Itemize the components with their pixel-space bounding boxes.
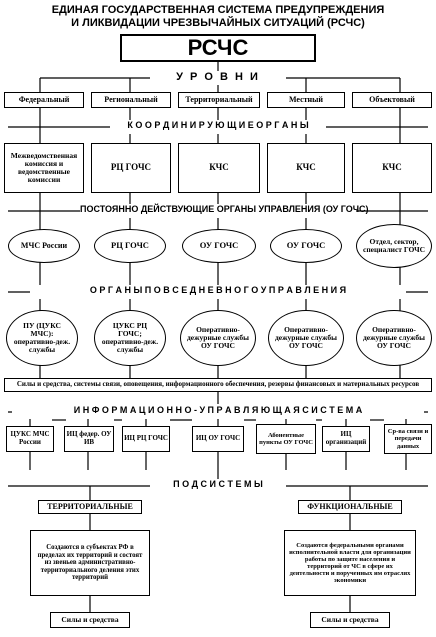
subsystem-functional-title: ФУНКЦИОНАЛЬНЫЕ — [298, 500, 402, 514]
info-control-system-header: И Н Ф О Р М А Ц И О Н Н О - У П Р А В Л … — [12, 405, 424, 419]
coordinating-rc-gochs: РЦ ГОЧС — [91, 143, 171, 193]
daily-duty-services-territorial: Оперативно-дежурные службы ОУ ГОЧС — [180, 310, 256, 366]
permanent-ou-gochs-territorial: ОУ ГОЧС — [182, 229, 256, 263]
level-federal: Федеральный — [4, 92, 84, 108]
subsystem-territorial-forces: Силы и средства — [50, 612, 130, 628]
level-regional: Региональный — [91, 92, 171, 108]
info-communication-means: Ср-ва связи и передачи данных — [384, 424, 432, 454]
info-ic-federal: ИЦ федер. ОУ ИВ — [64, 426, 114, 452]
info-ic-organizations: ИЦ организаций — [322, 426, 370, 452]
info-ic-ou-gochs: ИЦ ОУ ГОЧС — [192, 426, 244, 452]
subsystem-territorial-description: Создаются в субъектах РФ в пределах их т… — [30, 530, 150, 596]
subsystem-territorial-title: ТЕРРИТОРИАЛЬНЫЕ — [38, 500, 142, 514]
coordinating-header: К О О Р Д И Н И Р У Ю Щ И Е О Р Г А Н Ы — [110, 120, 326, 134]
permanent-ou-gochs-local: ОУ ГОЧС — [270, 229, 342, 263]
forces-resources-bar: Силы и средства, системы связи, оповещен… — [4, 378, 432, 392]
level-object: Объектовый — [352, 92, 432, 108]
coordinating-interagency-commission: Межведомственная комиссия и ведомственны… — [4, 143, 84, 193]
daily-duty-services-local: Оперативно-дежурные службы ОУ ГОЧС — [268, 310, 344, 366]
levels-header: У Р О В Н И — [150, 71, 286, 85]
coordinating-kchs-territorial: КЧС — [178, 143, 260, 193]
permanent-mchs-russia: МЧС России — [8, 229, 80, 263]
subsystem-functional-description: Создаются федеральными органами исполнит… — [284, 530, 416, 596]
level-territorial: Территориальный — [178, 92, 260, 108]
daily-duty-services-object: Оперативно-дежурные службы ОУ ГОЧС — [356, 310, 432, 366]
coordinating-kchs-object: КЧС — [352, 143, 432, 193]
permanent-department-sector: Отдел, сектор, специалист ГОЧС — [356, 224, 432, 268]
daily-pu-cuks-mchs: ПУ (ЦУКС МЧС): оперативно-деж. службы — [6, 310, 78, 366]
info-subscriber-points: Абонентные пункты ОУ ГОЧС — [256, 424, 316, 454]
permanent-bodies-header: ПОСТОЯННО ДЕЙСТВУЮЩИЕ ОРГАНЫ УПРАВЛЕНИЯ … — [80, 204, 369, 218]
subsystems-header: П О Д С И С Т Е М Ы — [150, 479, 286, 493]
info-ic-rc-gochs: ИЦ РЦ ГОЧС — [122, 426, 170, 452]
daily-management-header: О Р Г А Н Ы П О В С Е Д Н Е В Н О Г О У … — [30, 285, 406, 299]
diagram-title-line1: ЕДИНАЯ ГОСУДАРСТВЕННАЯ СИСТЕМА ПРЕДУПРЕЖ… — [51, 4, 385, 16]
daily-cuks-rc-gochs: ЦУКС РЦ ГОЧС; оперативно-деж. службы — [94, 310, 166, 366]
diagram-title-line2: И ЛИКВИДАЦИИ ЧРЕЗВЫЧАЙНЫХ СИТУАЦИЙ (РСЧС… — [71, 17, 365, 29]
coordinating-kchs-local: КЧС — [267, 143, 345, 193]
permanent-rc-gochs: РЦ ГОЧС — [94, 229, 166, 263]
root-rschs-box: РСЧС — [120, 34, 316, 62]
level-local: Местный — [267, 92, 345, 108]
info-cuks-mchs: ЦУКС МЧС России — [6, 426, 54, 452]
subsystem-functional-forces: Силы и средства — [310, 612, 390, 628]
